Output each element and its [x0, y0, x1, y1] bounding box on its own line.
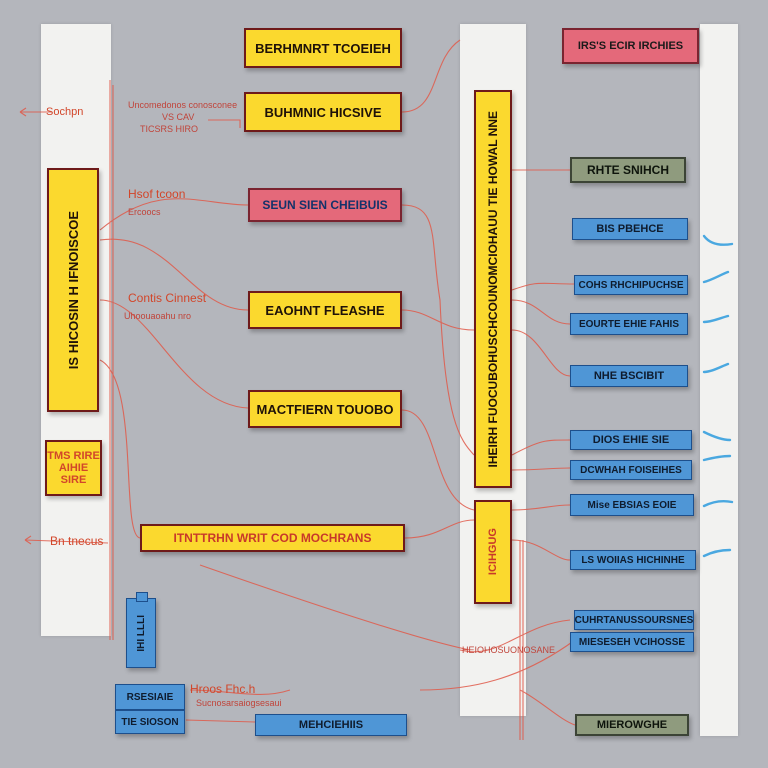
blue-box-2[interactable]: COHS RHCHIPUCHSE	[574, 275, 688, 295]
blue-bottom-center-box[interactable]: MEHCIEHIIS	[255, 714, 407, 736]
yellow-center-box-4[interactable]: MACTFIERN TOUOBO	[248, 390, 402, 428]
note-cg-2: Uhoouaoahu nro	[124, 311, 192, 321]
left-tall-box-label: IS HICOSIN H IFNOISCOE	[65, 210, 81, 370]
left-small-box[interactable]: TMS RIRE AIHIE SIRE	[45, 440, 102, 496]
left-arrow-label: Sochpn	[46, 106, 84, 118]
note-bottom-3: HEIOHOSUONOSANE	[462, 645, 556, 655]
center-tall-box[interactable]: IHEIRH FUOCUBOHUSCHCOUNOMCIOHAUU TIE HOW…	[474, 90, 512, 488]
mid-note-line-3: TICSRS HIRO	[140, 124, 199, 134]
mid-center-box[interactable]: BUHMNIC HICSIVE	[244, 92, 402, 132]
note-hf-1: Hsof tcoon	[128, 187, 186, 201]
center-small-box-label: ICIHGUG	[487, 528, 499, 576]
note-hf-2: Ercoocs	[128, 207, 161, 217]
olive-bottom-right-box[interactable]: MIEROWGHE	[575, 714, 689, 736]
olive-top-right-box[interactable]: RHTE SNIHCH	[570, 157, 686, 183]
right-pillar	[700, 24, 738, 736]
blue-box-7[interactable]: Mise EBSIAS EOIE	[570, 494, 694, 516]
blue-bottom-left-box-2[interactable]: TIE SIOSON	[115, 710, 185, 734]
pink-center-box[interactable]: SEUN SIEN CHEIBUIS	[248, 188, 402, 222]
mid-note-line-2: VS CAV	[162, 112, 195, 122]
top-center-box[interactable]: BERHMNRT TCOEIEH	[244, 28, 402, 68]
blue-vertical-left-box[interactable]: IHI LLLI	[126, 598, 156, 668]
pink-top-right-box[interactable]: IRS'S ECIR IRCHIES	[562, 28, 699, 64]
note-bottom-1: Hroos Fhc.h	[190, 682, 256, 696]
blue-box-8[interactable]: LS WOIIAS HICHINHE	[570, 550, 696, 570]
left-tall-box[interactable]: IS HICOSIN H IFNOISCOE	[47, 168, 99, 412]
blue-box-1[interactable]: BIS PBEHCE	[572, 218, 688, 240]
center-tall-box-label: IHEIRH FUOCUBOHUSCHCOUNOMCIOHAUU TIE HOW…	[486, 110, 500, 468]
wide-bottom-box[interactable]: ITNTTRHN WRIT COD MOCHRANS	[140, 524, 405, 552]
note-bottom-2: Sucnosarsaiogsesaui	[196, 698, 282, 708]
blue-box-9[interactable]: CUHRTANUSSOURSNES	[574, 610, 694, 630]
blue-box-6[interactable]: DCWHAH FOISEIHES	[570, 460, 692, 480]
note-bt-1: Bn tnecus	[50, 534, 104, 548]
yellow-center-box-3[interactable]: EAOHNT FLEASHE	[248, 291, 402, 329]
note-cg-1: Contis Cinnest	[128, 291, 207, 305]
blue-box-4[interactable]: NHE BSCIBIT	[570, 365, 688, 387]
blue-bottom-left-box-1[interactable]: RSESIAIE	[115, 684, 185, 710]
blue-vertical-left-label: IHI LLLI	[135, 614, 147, 652]
blue-box-3[interactable]: EOURTE EHIE FAHIS	[570, 313, 688, 335]
center-small-box[interactable]: ICIHGUG	[474, 500, 512, 604]
blue-box-5[interactable]: DIOS EHIE SIE	[570, 430, 692, 450]
mid-note-line-1: Uncomedonos conosconee	[128, 100, 238, 110]
blue-vertical-cap	[136, 592, 148, 602]
blue-box-10[interactable]: MIESESEH VCIHOSSE	[570, 632, 694, 652]
